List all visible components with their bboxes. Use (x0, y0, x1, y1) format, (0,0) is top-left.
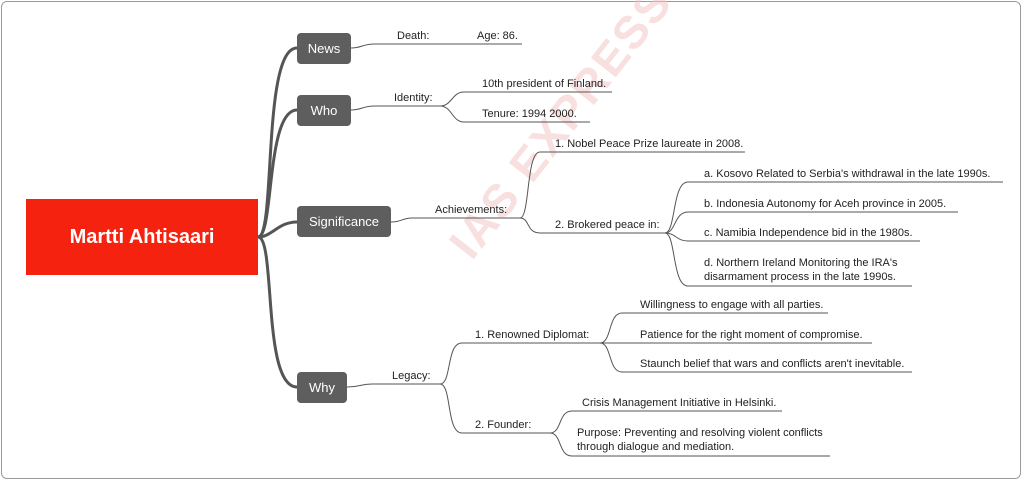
diplomat-willingness-item[interactable]: Willingness to engage with all parties. (640, 299, 824, 311)
significance-achievements-label[interactable]: Achievements: (435, 204, 508, 216)
topic-significance[interactable]: Significance (297, 206, 391, 237)
significance-peace-label[interactable]: 2. Brokered peace in: (555, 219, 660, 231)
founder-purpose-item[interactable]: Purpose: Preventing and resolving violen… (577, 427, 823, 453)
news-death-label[interactable]: Death: (397, 30, 430, 42)
significance-nobel-item[interactable]: 1. Nobel Peace Prize laureate in 2008. (555, 138, 744, 150)
peace-indonesia-item[interactable]: b. Indonesia Autonomy for Aceh province … (704, 198, 947, 210)
central-topic[interactable]: Martti Ahtisaari (26, 199, 258, 275)
diplomat-patience-item[interactable]: Patience for the right moment of comprom… (640, 329, 863, 341)
founder-cmi-item[interactable]: Crisis Management Initiative in Helsinki… (582, 397, 777, 409)
topic-why[interactable]: Why (297, 372, 347, 403)
why-legacy-label[interactable]: Legacy: (392, 370, 431, 382)
peace-northern-ireland-item[interactable]: d. Northern Ireland Monitoring the IRA's… (704, 257, 898, 283)
why-diplomat-label[interactable]: 1. Renowned Diplomat: (475, 329, 590, 341)
who-president-item[interactable]: 10th president of Finland. (482, 78, 607, 90)
who-identity-label[interactable]: Identity: (394, 92, 433, 104)
topic-news[interactable]: News (297, 33, 351, 64)
why-founder-label[interactable]: 2. Founder: (475, 419, 532, 431)
who-tenure-item[interactable]: Tenure: 1994 2000. (482, 108, 577, 120)
peace-namibia-item[interactable]: c. Namibia Independence bid in the 1980s… (704, 227, 913, 239)
diplomat-belief-item[interactable]: Staunch belief that wars and conflicts a… (640, 358, 905, 370)
peace-kosovo-item[interactable]: a. Kosovo Related to Serbia's withdrawal… (704, 168, 991, 180)
news-age-item[interactable]: Age: 86. (477, 30, 518, 42)
topic-who[interactable]: Who (297, 95, 351, 126)
